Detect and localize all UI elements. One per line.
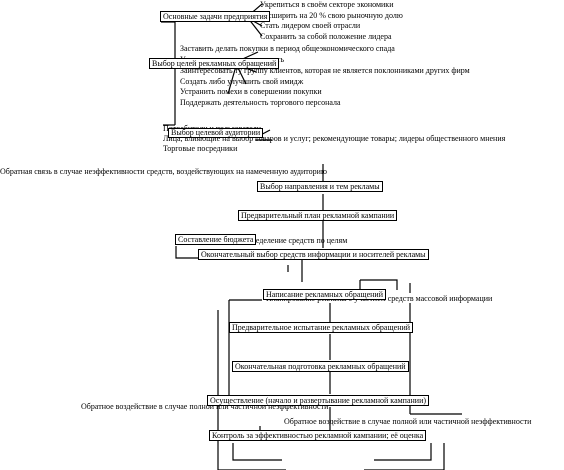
main-tasks-box: Основные задачи предприятия <box>160 11 271 22</box>
creation-box: Написание рекламных обращений <box>263 289 386 300</box>
final-prep-box: Окончательная подготовка рекламных обращ… <box>232 361 409 372</box>
main-task-item: Расширить на 20 % свою рыночную долю <box>260 11 403 20</box>
ad-goal-item: Устранить помехи в совершении покупки <box>180 87 322 96</box>
audience-item: Торговые посредники <box>163 144 238 153</box>
ad-goal-item: Заставить делать покупки в период общеэк… <box>180 44 395 53</box>
feedback-left-label: Обратное воздействие в случае полной или… <box>81 402 329 411</box>
pretest-box: Предварительное испытание рекламных обра… <box>229 322 414 333</box>
budget-box: Составление бюджета <box>175 234 257 245</box>
audience-item: Лица, влияющие на выбор товаров и услуг;… <box>163 134 506 143</box>
main-task-item: Сохранить за собой положение лидера <box>260 32 392 41</box>
budget-allocation-label: Распределение средств по целям <box>236 236 348 245</box>
prelim-plan-box: Предварительный план рекламной кампании <box>238 210 398 221</box>
ad-goal-item: Создать либо улучшить свой имидж <box>180 77 304 86</box>
ad-goal-item: Поддержать деятельность торгового персон… <box>180 98 341 107</box>
main-task-item: Укрепиться в своём секторе экономики <box>260 0 394 9</box>
feedback-audience-label: Обратная связь в случае неэффективности … <box>0 167 327 176</box>
feedback-right-label: Обратное воздействие в случае полной или… <box>284 417 532 426</box>
ad-goals-box: Выбор целей рекламных обращений <box>149 58 280 69</box>
final-media-box: Окончательный выбор средств информации и… <box>198 249 429 260</box>
target-audience-box: Выбор целевой аудитории <box>168 128 264 138</box>
main-task-item: Стать лидером своей отрасли <box>260 21 361 30</box>
ad-goal-item: Заинтересовать ту группу клиентов, котор… <box>180 66 470 75</box>
control-box: Контроль за эффективностью рекламной кам… <box>209 430 427 441</box>
direction-themes-box: Выбор направления и тем рекламы <box>257 181 383 192</box>
execution-box: Осуществление (начало и развертывание ре… <box>207 395 430 406</box>
